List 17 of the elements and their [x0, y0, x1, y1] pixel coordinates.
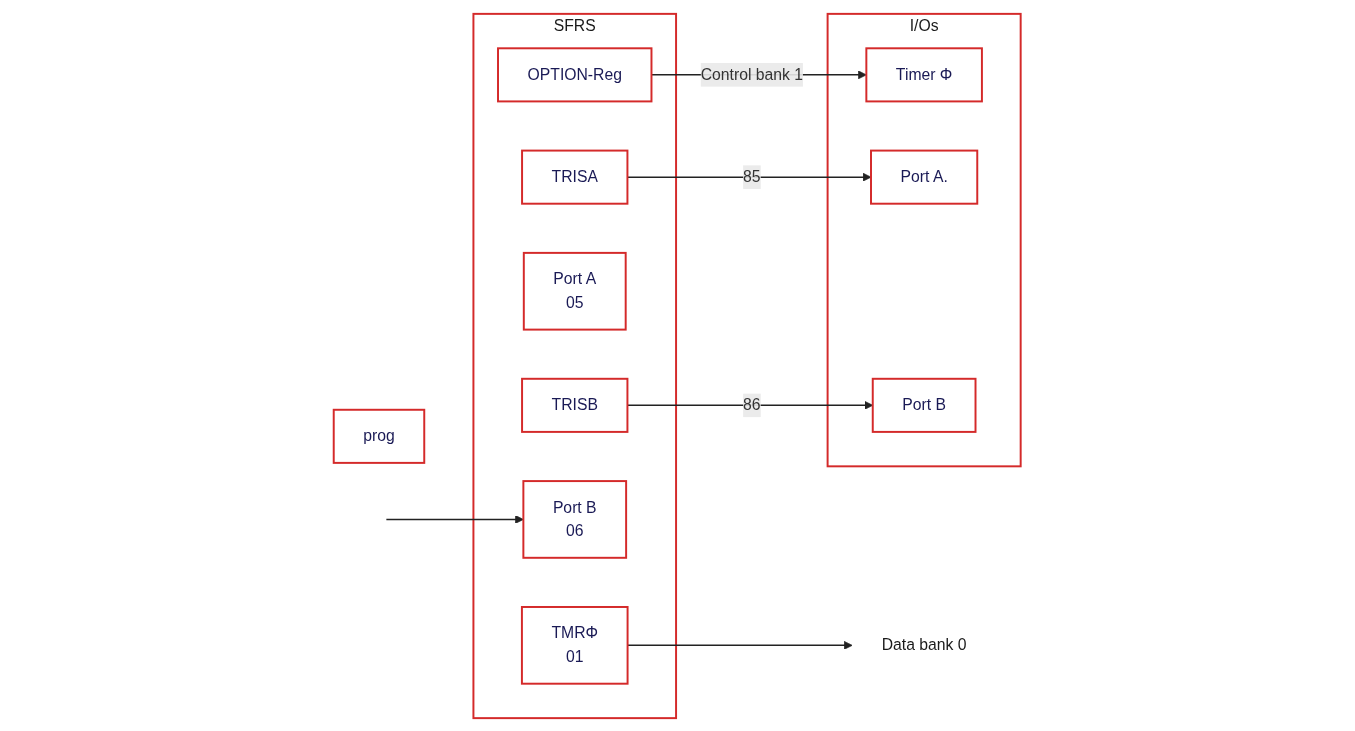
node-text: Data bank 0 — [882, 635, 967, 653]
edge-label: Control bank 1 — [700, 65, 804, 83]
node-box: Timer Φ — [865, 46, 984, 102]
node-box: TMRΦ 01 — [521, 605, 629, 685]
arrow — [627, 172, 872, 181]
arrow — [627, 640, 853, 650]
arrow — [627, 400, 874, 410]
node-box: Port A. — [870, 149, 979, 205]
node-box: TRISA — [521, 149, 629, 205]
node-box: Port B — [872, 377, 977, 433]
node-box: Port A 05 — [523, 251, 627, 331]
edge-label: 86 — [743, 395, 761, 413]
node-box: OPTION-Reg — [497, 46, 653, 102]
edge-label: 85 — [743, 167, 761, 185]
node-box: TRISB — [521, 377, 629, 433]
node-box: Port B 06 — [522, 479, 628, 559]
node-box: prog — [333, 408, 426, 464]
